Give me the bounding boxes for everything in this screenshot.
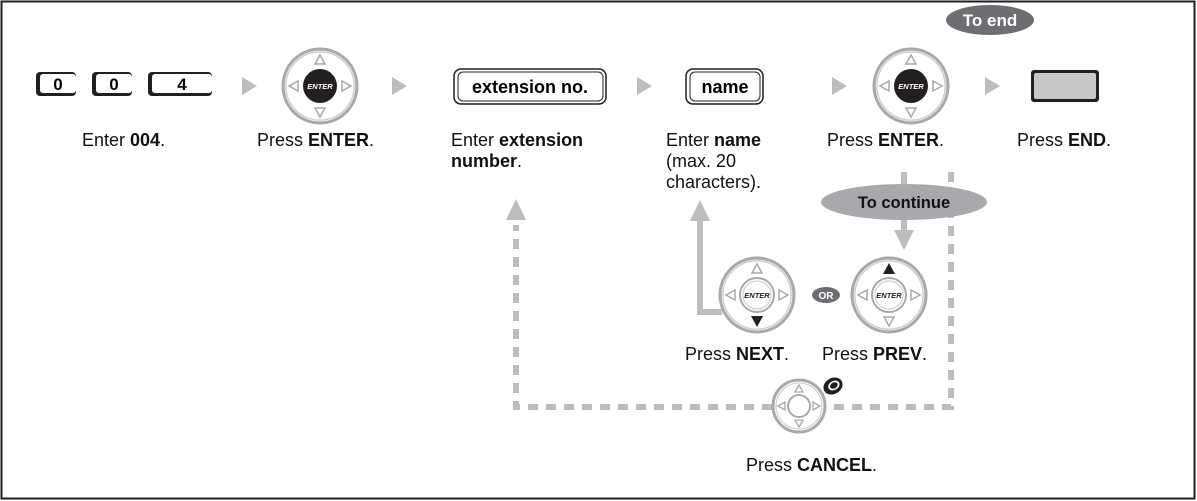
enter-key-label: ENTER [744, 291, 770, 300]
caption-enter-extension-number: Enter extension number. [451, 130, 584, 171]
caption-enter-004: Enter 004. [82, 130, 166, 150]
caption-press-next: Press NEXT. [685, 344, 790, 364]
digit-key-label: 4 [177, 75, 187, 94]
caption-press-cancel: Press CANCEL. [746, 455, 878, 475]
navigator-key-cancel[interactable] [771, 378, 827, 434]
digit-key-label: 0 [109, 75, 118, 94]
flow-arrows [242, 77, 1000, 95]
flow-arrow-icon [832, 77, 847, 95]
or-label: OR [819, 291, 835, 302]
enter-key-label: ENTER [876, 291, 902, 300]
or-badge: OR [812, 287, 840, 303]
to-continue-label: To continue [858, 194, 950, 212]
next-return-path [690, 200, 722, 315]
flow-arrow-icon [985, 77, 1000, 95]
next-arrow-up-icon [690, 200, 710, 221]
name-box[interactable]: name [685, 68, 764, 105]
digit-key-label: 0 [53, 75, 62, 94]
up-arrow-icon [883, 263, 895, 274]
navigator-key-enter-1[interactable]: ENTER [281, 47, 359, 125]
cancel-return-path [513, 172, 954, 410]
to-continue-badge: To continue [821, 184, 987, 220]
digit-keys: 0 0 4 [36, 72, 212, 96]
navigator-key-enter-2[interactable]: ENTER [872, 47, 950, 125]
flow-arrow-icon [242, 77, 257, 95]
continue-arrow-down-icon [894, 230, 914, 250]
enter-key-label: ENTER [307, 82, 333, 91]
caption-press-end: Press END. [1017, 130, 1112, 150]
flow-arrow-icon [637, 77, 652, 95]
extension-number-label: extension no. [472, 77, 588, 97]
end-key[interactable] [1031, 70, 1099, 102]
caption-press-prev: Press PREV. [822, 344, 928, 364]
flow-arrow-icon [392, 77, 407, 95]
caption-press-enter-2: Press ENTER. [827, 130, 945, 150]
to-end-badge: To end [946, 5, 1034, 35]
enter-key-label: ENTER [898, 82, 924, 91]
down-arrow-icon [751, 316, 763, 327]
name-label: name [701, 77, 748, 97]
extension-number-box[interactable]: extension no. [453, 68, 607, 105]
digit-key-4[interactable]: 4 [148, 72, 212, 96]
return-arrow-up-icon [506, 199, 526, 220]
navigator-key-next[interactable]: ENTER [718, 256, 796, 334]
digit-key-0-second[interactable]: 0 [92, 72, 132, 96]
caption-press-enter-1: Press ENTER. [257, 130, 375, 150]
digit-key-0-first[interactable]: 0 [36, 72, 76, 96]
caption-enter-name: Enter name (max. 20 characters). [666, 130, 762, 192]
cancel-key-icon [823, 377, 843, 395]
to-end-label: To end [963, 11, 1017, 30]
navigator-key-prev[interactable]: ENTER [850, 256, 928, 334]
